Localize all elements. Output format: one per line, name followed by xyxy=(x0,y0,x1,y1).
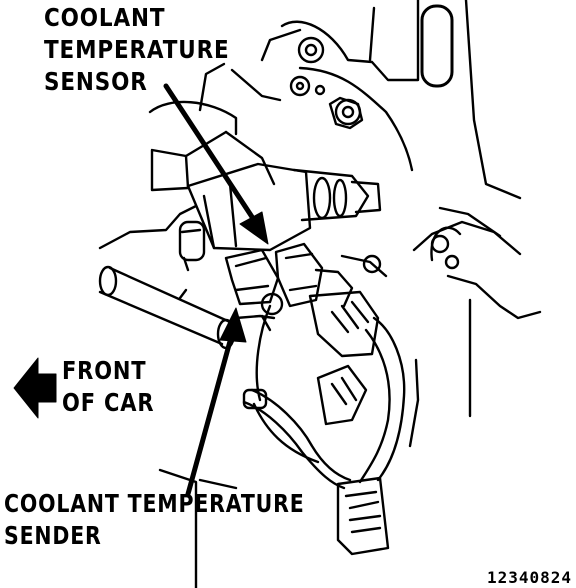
engine-block xyxy=(98,62,542,588)
sensor-label-line-3: SENSOR xyxy=(44,67,148,96)
wiring-harness xyxy=(242,304,406,490)
front-of-car-arrow-icon xyxy=(13,357,57,419)
front-label-line-1: FRONT xyxy=(62,356,147,385)
bolt-heads xyxy=(289,36,364,130)
sender-pointer-arrow xyxy=(185,307,247,497)
sensor-bodies xyxy=(224,242,388,332)
coolant-temperature-sensor-label: COOLANT TEMPERATURE SENSOR xyxy=(44,2,230,98)
sensor-pointer-arrow xyxy=(163,83,269,245)
mounting-bracket xyxy=(260,0,522,200)
sensor-label-line-1: COOLANT xyxy=(44,3,166,32)
coolant-temperature-sender-label: COOLANT TEMPERATURE SENDER xyxy=(4,488,305,552)
sender-label-line-2: SENDER xyxy=(4,521,102,550)
front-of-car-label: FRONT OF CAR xyxy=(62,355,154,419)
sensor-label-line-2: TEMPERATURE xyxy=(44,35,230,64)
coolant-pipe xyxy=(98,265,276,350)
figure-number: 12340824 xyxy=(486,568,572,587)
front-label-line-2: OF CAR xyxy=(62,388,155,417)
electrical-connectors xyxy=(308,290,390,556)
thermostat-housing xyxy=(178,162,382,272)
sender-label-line-1: COOLANT TEMPERATURE xyxy=(4,489,305,518)
